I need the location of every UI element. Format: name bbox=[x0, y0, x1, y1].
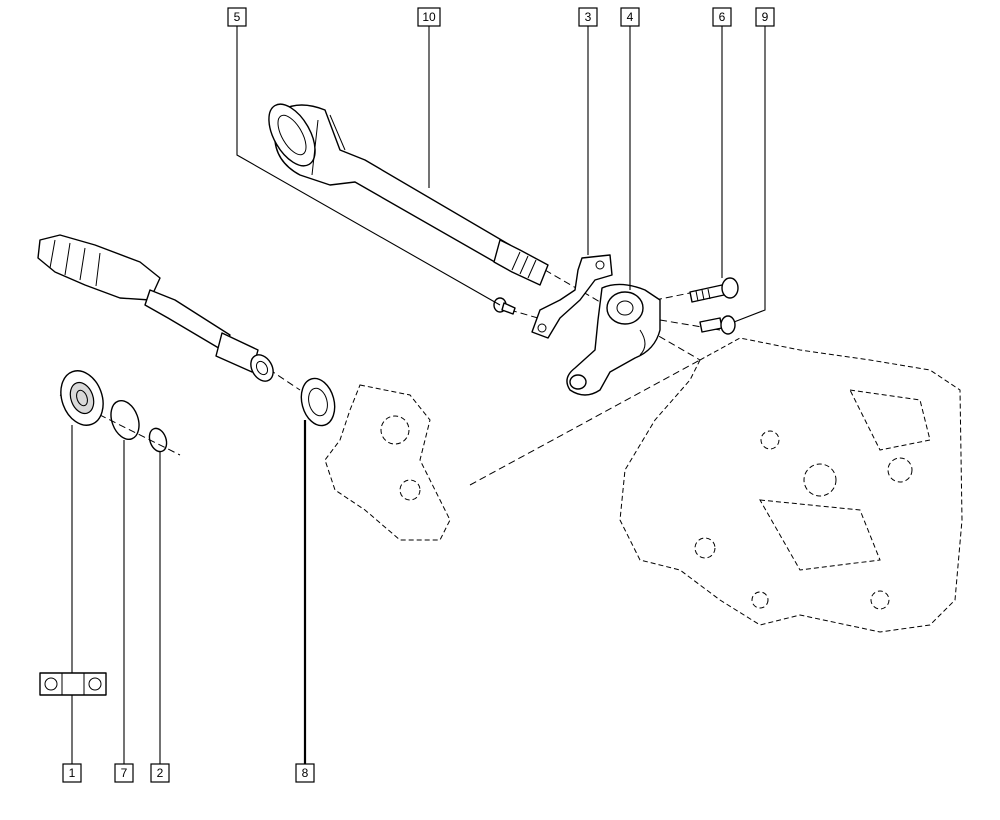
intermediate-shaft bbox=[268, 103, 549, 286]
bearing-bracket bbox=[566, 283, 661, 396]
callout-4-label: 4 bbox=[627, 10, 634, 24]
callout-10-label: 10 bbox=[422, 10, 436, 24]
callout-5: 5 bbox=[227, 7, 247, 27]
driveshaft bbox=[37, 234, 274, 382]
callout-7: 7 bbox=[114, 763, 134, 783]
hub-knuckle-ghost bbox=[324, 384, 451, 541]
callout-6: 6 bbox=[712, 7, 732, 27]
gearbox-ghost bbox=[619, 337, 963, 633]
bolt-6-head bbox=[721, 277, 739, 299]
screw-5 bbox=[501, 302, 516, 315]
callout-9: 9 bbox=[755, 7, 775, 27]
circlip-7 bbox=[110, 399, 140, 441]
callout-2-label: 2 bbox=[157, 766, 164, 780]
callout-6-label: 6 bbox=[719, 10, 726, 24]
callout-5-label: 5 bbox=[234, 10, 241, 24]
callout-7-label: 7 bbox=[121, 766, 128, 780]
callout-10: 10 bbox=[417, 7, 441, 27]
callout-8-label: 8 bbox=[302, 766, 309, 780]
retaining-ring bbox=[300, 377, 336, 427]
callout-3: 3 bbox=[578, 7, 598, 27]
callout-8: 8 bbox=[295, 763, 315, 783]
callout-9-label: 9 bbox=[762, 10, 769, 24]
callout-3-label: 3 bbox=[585, 10, 592, 24]
leader-9 bbox=[733, 26, 766, 323]
fasteners bbox=[493, 277, 739, 335]
leader-lines bbox=[71, 26, 766, 764]
snap-ring-2 bbox=[148, 427, 168, 453]
leader-5 bbox=[236, 26, 501, 306]
bolt-9-head bbox=[720, 315, 736, 335]
shield-plate bbox=[531, 254, 613, 339]
callout-1-label: 1 bbox=[69, 766, 76, 780]
screw-5-axis-line bbox=[509, 309, 546, 321]
callout-2: 2 bbox=[150, 763, 170, 783]
callout-4: 4 bbox=[620, 7, 640, 27]
callout-1: 1 bbox=[62, 763, 82, 783]
mounting-clip-symbol bbox=[39, 672, 107, 696]
bolt-6 bbox=[689, 284, 725, 303]
bearing-set bbox=[60, 370, 168, 453]
